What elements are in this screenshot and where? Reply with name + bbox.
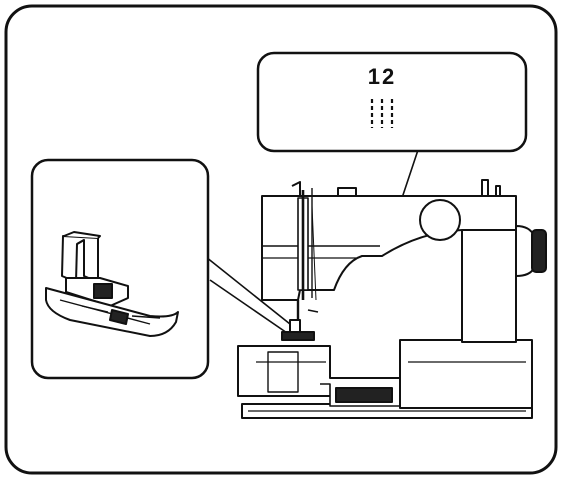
- presser-foot-callout-box: [32, 160, 208, 378]
- stitch-number-label: 12: [352, 64, 412, 90]
